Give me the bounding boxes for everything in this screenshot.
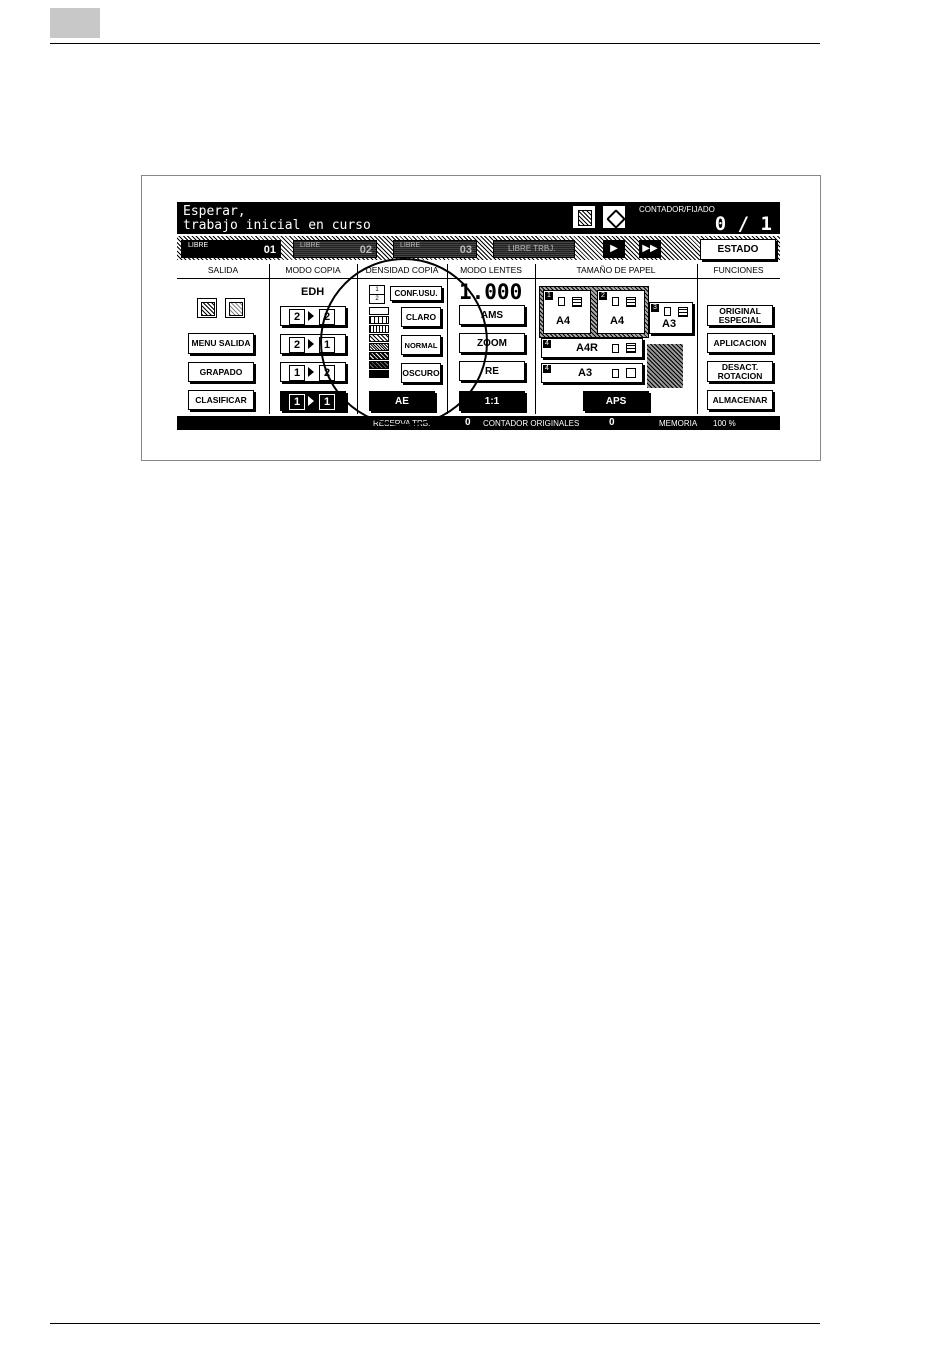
divider [697, 264, 698, 414]
tab-job-03[interactable]: LIBRE 03 [393, 240, 477, 258]
almacenar-button[interactable]: ALMACENAR [707, 390, 773, 410]
original-especial-button[interactable]: ORIGINAL ESPECIAL [707, 305, 773, 326]
tray-5-button[interactable]: 4 A3 [541, 363, 643, 383]
col-modo-lentes: MODO LENTES [460, 265, 522, 275]
reserva-value: 0 [465, 417, 471, 428]
tray-number: 3 [651, 304, 659, 312]
tray-number: 1 [545, 292, 553, 300]
aps-button[interactable]: APS [583, 391, 649, 411]
tab-job-01[interactable]: LIBRE 01 [181, 240, 281, 258]
footer-rule [50, 1323, 820, 1324]
divider [535, 264, 536, 414]
estado-button[interactable]: ESTADO [700, 239, 776, 260]
tray-number: 4 [543, 365, 551, 373]
figure-frame [141, 175, 821, 461]
output-face-icon[interactable] [197, 298, 217, 318]
tab-number: 02 [359, 244, 372, 256]
highlight-circle [320, 258, 488, 426]
tray-4-button[interactable]: 4 A4R [541, 338, 643, 358]
mode-from: 1 [289, 394, 305, 410]
aplicacion-button[interactable]: APLICACION [707, 333, 773, 353]
job-tab-bar: LIBRE 01 LIBRE 02 LIBRE 03 LIBRE TRBJ. ▶… [177, 236, 780, 260]
tray-number: 2 [599, 292, 607, 300]
tray-size: A3 [578, 367, 593, 379]
tab-label: LIBRE [400, 242, 421, 249]
tab-label: LIBRE [188, 242, 209, 249]
bypass-tray-indicator [647, 344, 683, 388]
edh-label: EDH [301, 286, 325, 298]
tab-job-04[interactable]: LIBRE TRBJ. [493, 240, 575, 258]
originales-label: CONTADOR ORIGINALES [483, 419, 580, 428]
divider [269, 264, 270, 414]
last-job-button[interactable]: ▶▶ [639, 240, 661, 258]
tab-label: LIBRE TRBJ. [508, 244, 556, 253]
grapado-button[interactable]: GRAPADO [188, 362, 254, 382]
header-rule [50, 43, 820, 44]
rotate-icon[interactable] [603, 206, 626, 229]
col-funciones: FUNCIONES [713, 265, 764, 275]
col-tamano-papel: TAMAÑO DE PAPEL [576, 265, 656, 275]
output-face-alt-icon[interactable] [225, 298, 245, 318]
header-divider [177, 278, 780, 279]
desact-rotacion-button[interactable]: DESACT. ROTACION [707, 361, 773, 382]
tab-label: LIBRE [300, 242, 321, 249]
tray-size: A4 [610, 315, 625, 327]
chapter-number-box [50, 8, 100, 38]
tray-number: 4 [543, 340, 551, 348]
message-line-2: trabajo inicial en curso [183, 218, 371, 233]
status-bar: RESERVA TRB. 0 CONTADOR ORIGINALES 0 MEM… [177, 416, 780, 430]
tray-size: A3 [662, 318, 677, 330]
memoria-value: 100 % [713, 419, 736, 428]
originales-value: 0 [609, 417, 615, 428]
tab-number: 01 [263, 244, 276, 256]
message-line-1: Esperar, [183, 204, 246, 219]
counter-value: 0 / 1 [714, 213, 772, 235]
memoria-label: MEMORIA [659, 419, 698, 428]
counter-label: CONTADOR/FIJADO [639, 205, 715, 214]
next-job-button[interactable]: ▶ [603, 240, 625, 258]
tray-2-button[interactable]: 2 A4 [597, 290, 645, 334]
tab-number: 03 [459, 244, 472, 256]
col-salida: SALIDA [207, 265, 239, 275]
original-icon[interactable] [573, 206, 595, 228]
mode-1-1-button[interactable]: 1 1 [280, 391, 346, 411]
tray-size: A4R [576, 342, 599, 354]
mode-to: 1 [319, 394, 335, 410]
mode-from: 1 [289, 365, 305, 381]
tray-3-button[interactable]: 3 A3 [649, 302, 693, 334]
menu-salida-button[interactable]: MENU SALIDA [188, 333, 254, 354]
tab-job-02[interactable]: LIBRE 02 [293, 240, 377, 258]
tray-1-button[interactable]: 1 A4 [543, 290, 591, 334]
tray-size: A4 [556, 315, 571, 327]
mode-from: 2 [289, 309, 305, 325]
col-modo-copia: MODO COPIA [285, 265, 341, 275]
clasificar-button[interactable]: CLASIFICAR [188, 390, 254, 410]
message-bar: Esperar, trabajo inicial en curso CONTAD… [177, 202, 780, 235]
mode-from: 2 [289, 337, 305, 353]
